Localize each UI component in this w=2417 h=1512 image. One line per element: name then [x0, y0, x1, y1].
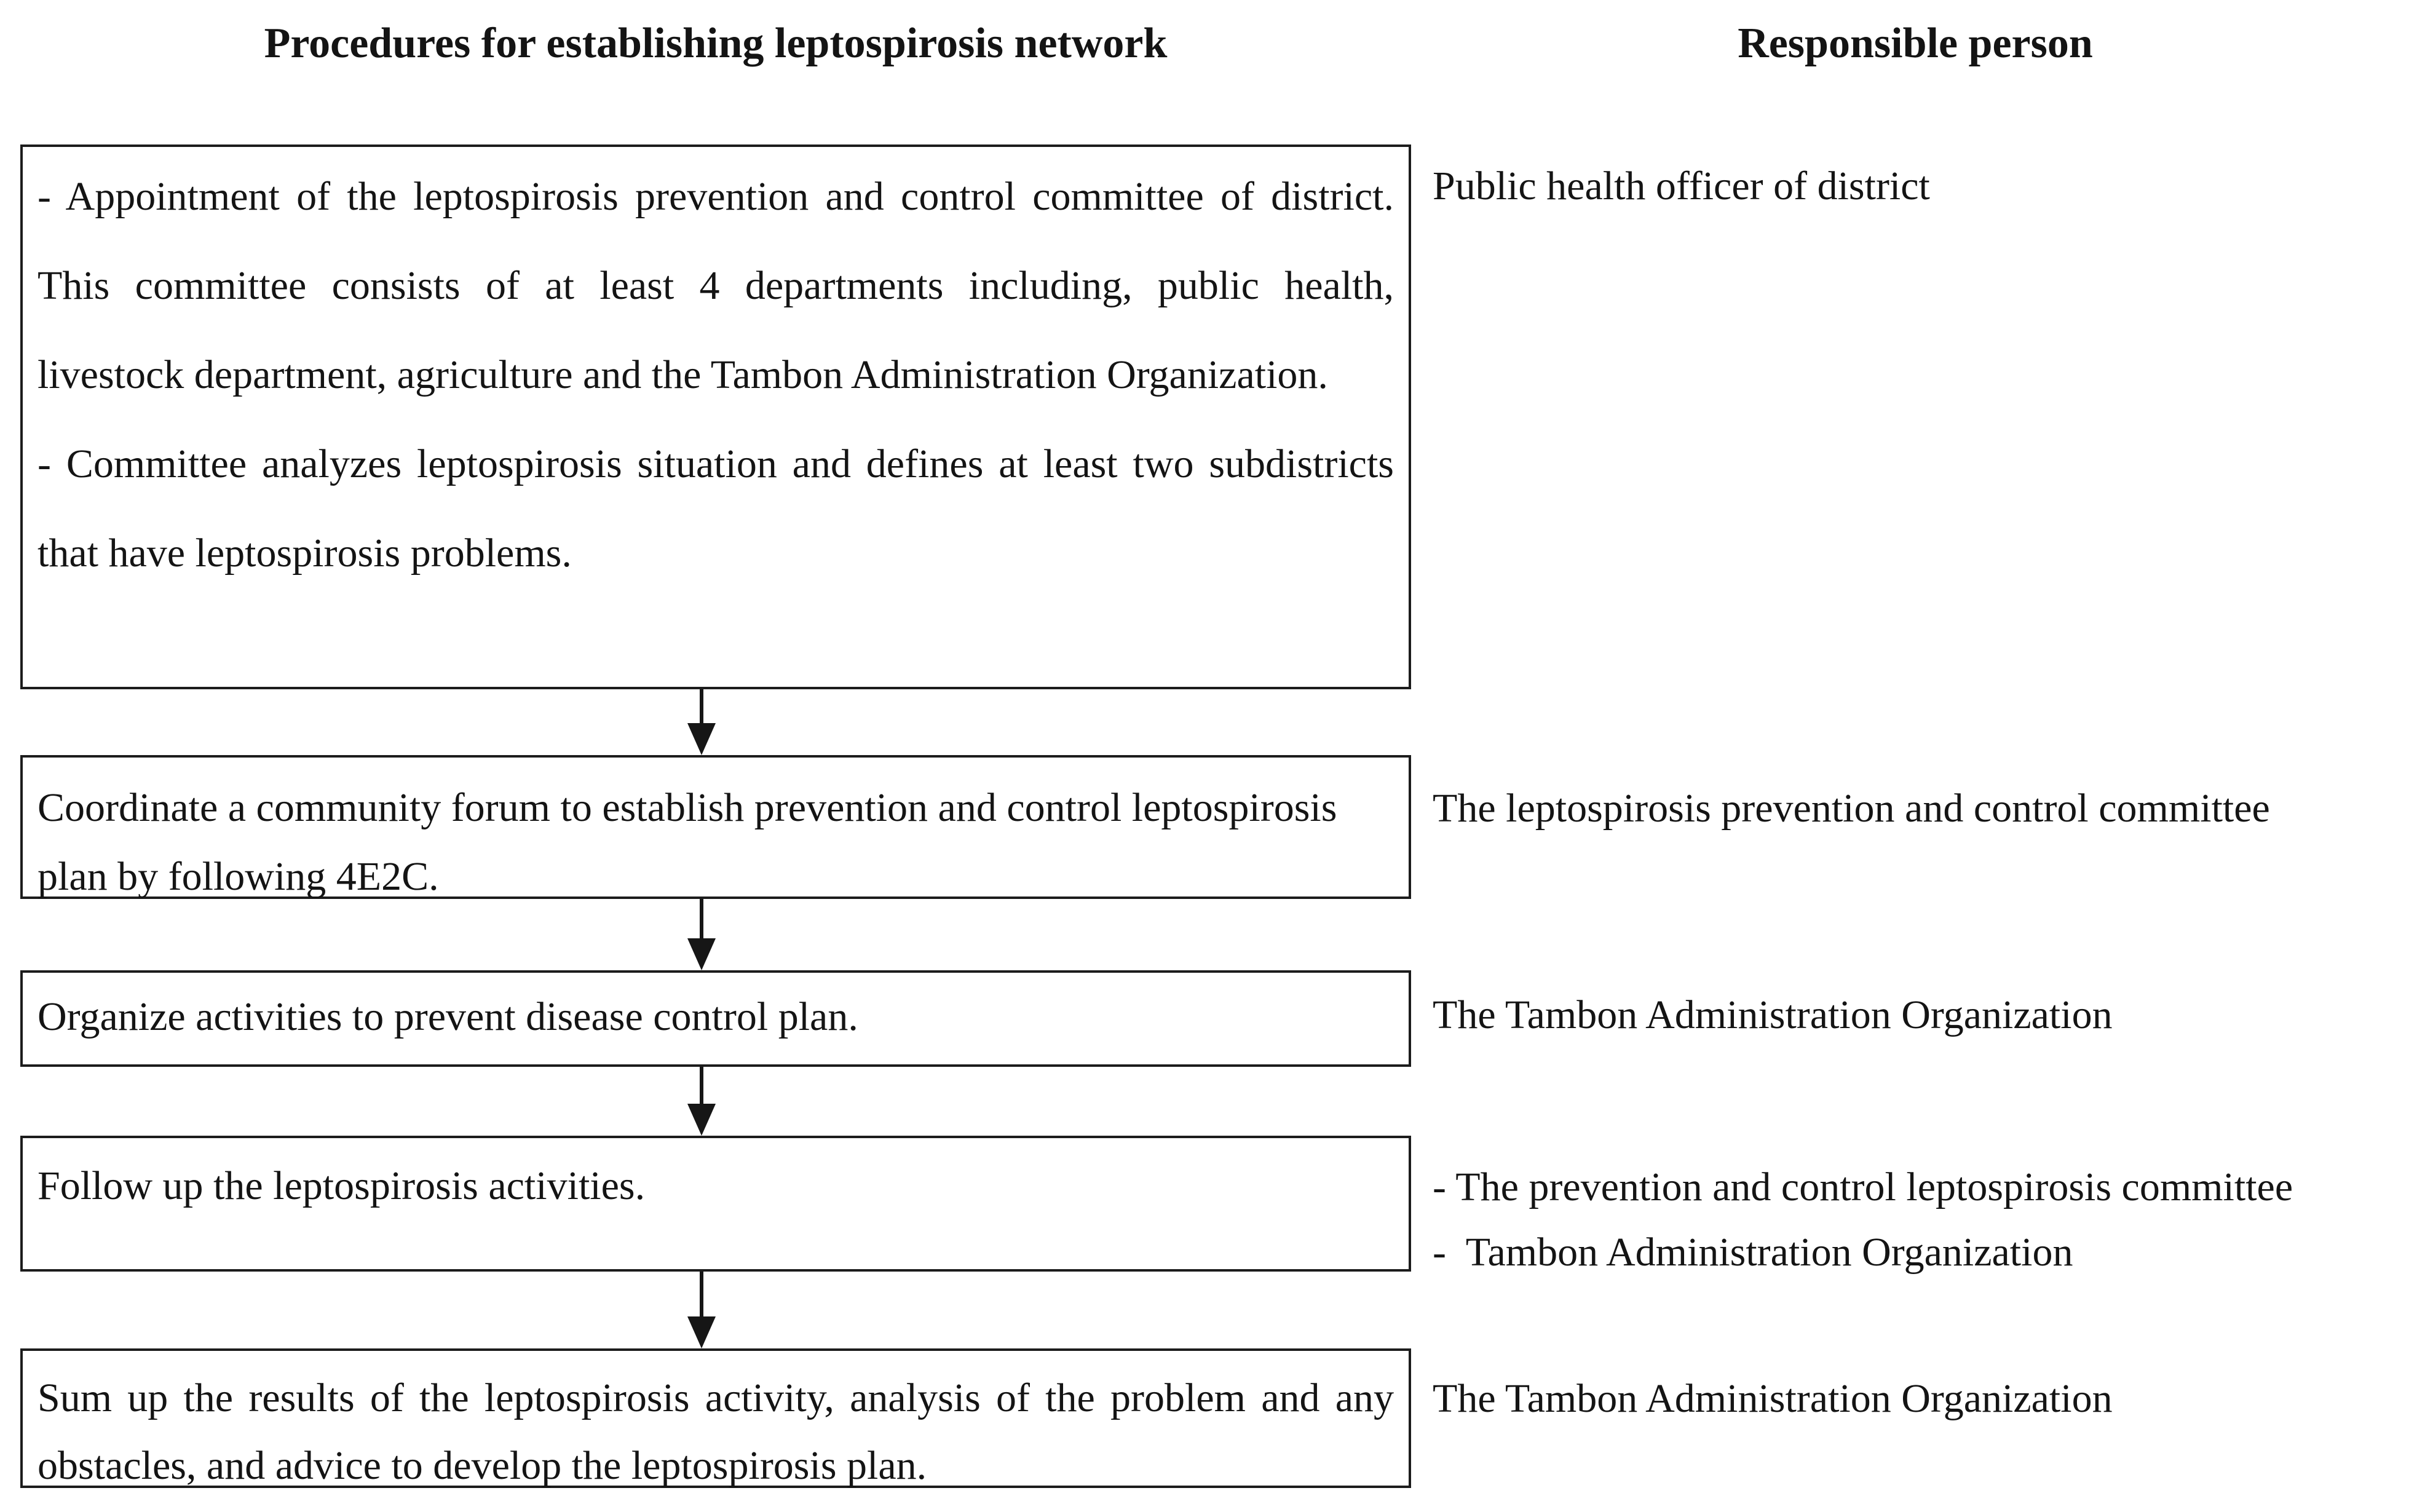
- responsible-step2: The leptospirosis prevention and control…: [1433, 776, 2270, 841]
- flow-box-step3: Organize activities to prevent disease c…: [20, 970, 1411, 1067]
- flow-box-step1: - Appointment of the leptospirosis preve…: [20, 144, 1411, 689]
- responsible-line: The Tambon Administration Organization: [1433, 1376, 2113, 1421]
- responsible-step1: Public health officer of district: [1433, 154, 1930, 219]
- arrow-shaft: [700, 899, 703, 938]
- responsible-step4: - The prevention and control leptospiros…: [1433, 1155, 2293, 1285]
- step3-paragraph-1: Organize activities to prevent disease c…: [38, 994, 858, 1039]
- responsible-step3: The Tambon Administration Organization: [1433, 983, 2113, 1048]
- flow-box-step2: Coordinate a community forum to establis…: [20, 755, 1411, 899]
- procedures-column-title: Procedures for establishing leptospirosi…: [264, 20, 1168, 67]
- step5-paragraph-1: Sum up the results of the leptospirosis …: [38, 1375, 1394, 1488]
- flow-box-step4: Follow up the leptospirosis activities.: [20, 1136, 1411, 1272]
- responsible-line: The leptospirosis prevention and control…: [1433, 786, 2270, 831]
- arrow-shaft: [700, 689, 703, 723]
- responsible-column-title: Responsible person: [1738, 20, 2093, 67]
- arrowhead-down-icon: [687, 938, 716, 970]
- down-arrow-4: [687, 1272, 716, 1348]
- step1-paragraph-1: - Appointment of the leptospirosis preve…: [38, 174, 1394, 397]
- responsible-step5: The Tambon Administration Organization: [1433, 1366, 2113, 1431]
- arrowhead-down-icon: [687, 1104, 716, 1136]
- down-arrow-2: [687, 899, 716, 970]
- step1-paragraph-2: - Committee analyzes leptospirosis situa…: [38, 441, 1394, 576]
- arrow-shaft: [700, 1067, 703, 1104]
- arrowhead-down-icon: [687, 1316, 716, 1348]
- down-arrow-3: [687, 1067, 716, 1136]
- flow-box-step5: Sum up the results of the leptospirosis …: [20, 1348, 1411, 1488]
- arrowhead-down-icon: [687, 723, 716, 755]
- responsible-line: The Tambon Administration Organization: [1433, 992, 2113, 1037]
- responsible-line: - Tambon Administration Organization: [1433, 1230, 2073, 1275]
- responsible-line: - The prevention and control leptospiros…: [1433, 1165, 2293, 1209]
- down-arrow-1: [687, 689, 716, 755]
- step2-paragraph-1: Coordinate a community forum to establis…: [38, 785, 1337, 899]
- step4-paragraph-1: Follow up the leptospirosis activities.: [38, 1163, 646, 1208]
- arrow-shaft: [700, 1272, 703, 1316]
- responsible-line: Public health officer of district: [1433, 164, 1930, 208]
